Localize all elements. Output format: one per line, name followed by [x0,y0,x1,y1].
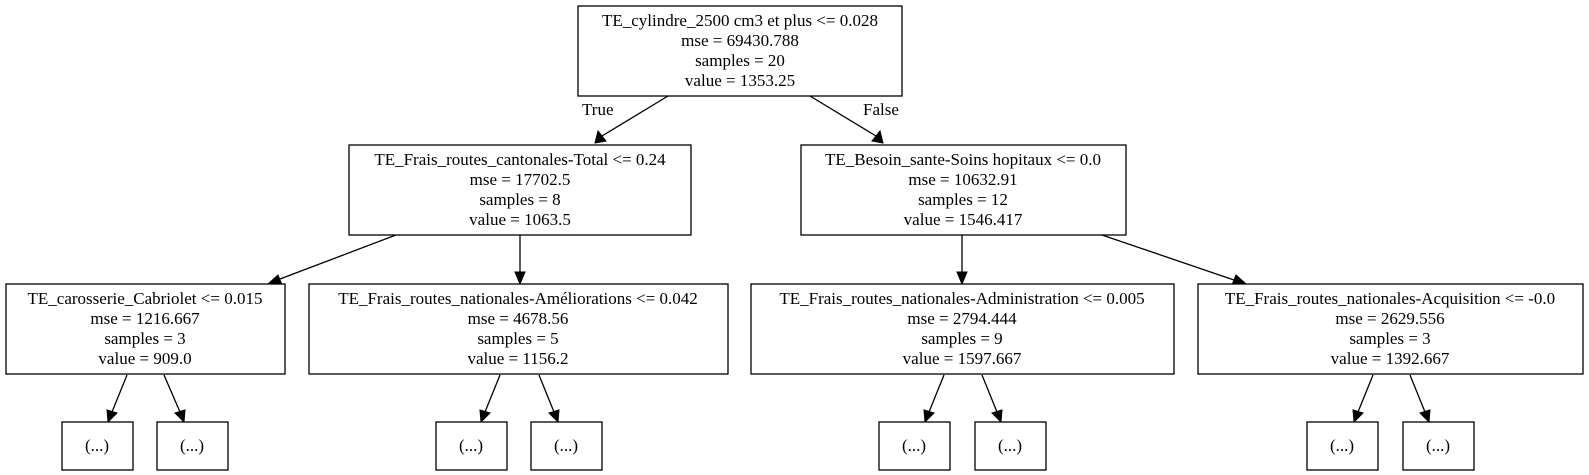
node-value: value = 1392.667 [1331,349,1450,368]
node-box [878,421,951,471]
node-samples: samples = 8 [479,190,560,209]
edge-l2c-leaf2 [981,374,998,413]
node-box [750,283,1175,375]
node-samples: samples = 9 [921,329,1002,348]
node-value: value = 1063.5 [469,210,571,229]
edge-label-false: False [863,100,899,119]
truncated-node: (...) [1402,421,1475,471]
node-box [577,5,903,97]
edge-l2b-leaf1 [484,374,501,413]
node-samples: samples = 20 [695,51,785,70]
node-split-condition: TE_Frais_routes_cantonales-Total <= 0.24 [374,150,666,169]
tree-node-root: TE_cylindre_2500 cm3 et plus <= 0.028 ms… [577,5,903,97]
node-split-condition: TE_cylindre_2500 cm3 et plus <= 0.028 [602,11,878,30]
edge-l2a-leaf1 [111,374,128,413]
truncated-leaves: (...) (...) (...) (...) (...) (...) (...… [61,421,1475,471]
node-mse: mse = 1216.667 [90,309,200,328]
tree-node-level2-1: TE_carosserie_Cabriolet <= 0.015 mse = 1… [5,283,286,375]
node-split-condition: TE_Frais_routes_nationales-Administratio… [779,289,1144,308]
arrow-head [991,409,1003,424]
edge-l1a-l2a [279,234,397,280]
node-box [800,144,1127,236]
node-value: value = 1353.25 [685,71,795,90]
edge-l2b-leaf2 [538,374,555,413]
truncated-label: (...) [554,436,578,455]
arrow-head [514,271,526,286]
edge-l1b-l2d [1101,234,1235,281]
edge-root-left [601,95,669,137]
arrow-head [174,409,186,424]
truncated-node: (...) [156,421,229,471]
node-mse: mse = 17702.5 [470,170,571,189]
tree-edges: True False [106,95,1431,424]
node-samples: samples = 5 [477,329,558,348]
truncated-node: (...) [530,421,603,471]
node-value: value = 1546.417 [904,210,1023,229]
node-box [530,421,603,471]
node-mse: mse = 69430.788 [681,31,799,50]
edge-root-right [809,95,877,137]
node-samples: samples = 12 [918,190,1008,209]
node-mse: mse = 2794.444 [907,309,1017,328]
arrow-head [594,129,607,144]
tree-node-level2-3: TE_Frais_routes_nationales-Administratio… [750,283,1175,375]
arrow-head [1352,409,1364,424]
edge-l2c-leaf1 [928,374,945,413]
node-box [5,283,286,375]
node-mse: mse = 10632.91 [908,170,1017,189]
truncated-label: (...) [180,436,204,455]
node-value: value = 909.0 [98,349,191,368]
truncated-label: (...) [459,436,483,455]
node-split-condition: TE_Frais_routes_nationales-Améliorations… [338,289,698,308]
node-split-condition: TE_Frais_routes_nationales-Acquisition <… [1225,289,1555,308]
truncated-label: (...) [85,436,109,455]
tree-node-level1-right: TE_Besoin_sante-Soins hopitaux <= 0.0 ms… [800,144,1127,236]
edge-l2a-leaf2 [163,374,181,413]
truncated-label: (...) [1330,436,1354,455]
arrow-head [106,409,118,424]
node-split-condition: TE_carosserie_Cabriolet <= 0.015 [28,289,263,308]
arrow-head [956,271,968,286]
node-box [1197,283,1584,375]
node-samples: samples = 3 [1349,329,1430,348]
arrow-head [871,129,884,144]
edge-l2d-leaf2 [1409,374,1426,413]
node-mse: mse = 4678.56 [468,309,569,328]
truncated-label: (...) [902,436,926,455]
tree-node-level2-4: TE_Frais_routes_nationales-Acquisition <… [1197,283,1584,375]
node-box [156,421,229,471]
truncated-label: (...) [998,436,1022,455]
truncated-node: (...) [61,421,134,471]
node-split-condition: TE_Besoin_sante-Soins hopitaux <= 0.0 [825,150,1101,169]
edge-label-true: True [582,100,614,119]
arrow-head [548,409,560,424]
node-box [974,421,1047,471]
node-box [308,283,729,375]
node-samples: samples = 3 [104,329,185,348]
tree-node-level2-2: TE_Frais_routes_nationales-Améliorations… [308,283,729,375]
truncated-node: (...) [1306,421,1379,471]
node-value: value = 1597.667 [903,349,1022,368]
node-box [1306,421,1379,471]
arrow-head [923,409,935,424]
tree-node-level1-left: TE_Frais_routes_cantonales-Total <= 0.24… [348,144,692,236]
node-box [1402,421,1475,471]
node-mse: mse = 2629.556 [1335,309,1444,328]
node-box [348,144,692,236]
arrow-head [1419,409,1431,424]
truncated-node: (...) [878,421,951,471]
truncated-node: (...) [974,421,1047,471]
node-box [435,421,508,471]
truncated-node: (...) [435,421,508,471]
arrow-head [479,409,491,424]
edge-l2d-leaf1 [1357,374,1374,413]
truncated-label: (...) [1426,436,1450,455]
node-box [61,421,134,471]
node-value: value = 1156.2 [467,349,568,368]
